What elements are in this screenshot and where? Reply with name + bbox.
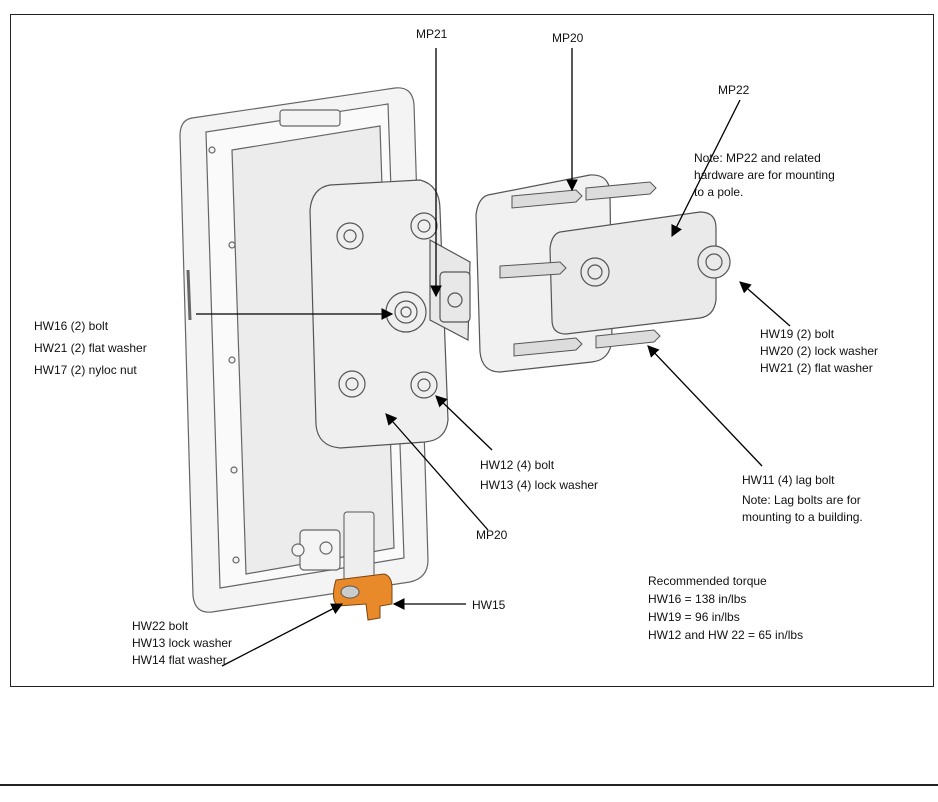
note-mp22-line-1: Note: MP22 and related (694, 151, 821, 165)
pole-bracket-mp22 (549, 211, 731, 335)
torque-specs: Recommended torque HW16 = 138 in/lbs HW1… (648, 572, 803, 644)
callout-hw22-line-3: HW14 flat washer (132, 653, 227, 667)
callout-hw22-group: HW22 bolt HW13 lock washer HW14 flat was… (132, 618, 232, 669)
callout-hw22-line-1: HW22 bolt (132, 619, 189, 633)
callout-hw12-group: HW12 (4) bolt HW13 (4) lock washer (480, 455, 598, 495)
callout-hw12-line-2: HW13 (4) lock washer (480, 478, 599, 492)
callout-hw11-group: HW11 (4) lag bolt Note: Lag bolts are fo… (742, 472, 863, 526)
lag-bolts (499, 181, 661, 357)
note-mp22-line-2: hardware are for mounting (694, 168, 835, 182)
figure-frame (10, 14, 934, 687)
note-mp22-line-3: to a pole. (694, 185, 744, 199)
callout-mp22: MP22 (718, 83, 750, 97)
callout-mp20-bottom: MP20 (476, 528, 508, 542)
callout-hw19-group: HW19 (2) bolt HW20 (2) lock washer HW21 … (760, 326, 878, 377)
callout-hw15: HW15 (472, 598, 506, 612)
torque-hw16: HW16 = 138 in/lbs (648, 592, 747, 606)
callout-hw16-line-2: HW21 (2) flat washer (34, 341, 147, 355)
callout-hw16-line-1: HW16 (2) bolt (34, 319, 109, 333)
torque-hw19: HW19 = 96 in/lbs (648, 610, 740, 624)
callout-mp21: MP21 (416, 27, 448, 41)
bottom-bracket-hw15 (332, 511, 393, 621)
callout-hw19-line-3: HW21 (2) flat washer (760, 361, 873, 375)
callout-hw22-line-2: HW13 lock washer (132, 636, 233, 650)
callout-hw16-group: HW16 (2) bolt HW21 (2) flat washer HW17 … (34, 315, 147, 381)
callout-hw11-line-2: Note: Lag bolts are for (742, 493, 861, 507)
torque-title: Recommended torque (648, 574, 767, 588)
footer-rule (0, 784, 938, 786)
callout-hw16-line-3: HW17 (2) nyloc nut (34, 363, 137, 377)
note-mp22: Note: MP22 and related hardware are for … (694, 150, 835, 201)
callout-hw11-line-3: mounting to a building. (742, 510, 863, 524)
callout-hw19-line-2: HW20 (2) lock washer (760, 344, 879, 358)
callout-mp20-top: MP20 (552, 31, 584, 45)
callout-hw12-line-1: HW12 (4) bolt (480, 458, 555, 472)
callout-hw19-line-1: HW19 (2) bolt (760, 327, 835, 341)
hinge-bracket-mp21 (429, 238, 471, 341)
leader-lines (196, 48, 791, 667)
torque-hw12-hw22: HW12 and HW 22 = 65 in/lbs (648, 628, 804, 642)
callout-hw11-line-1: HW11 (4) lag bolt (742, 473, 835, 487)
